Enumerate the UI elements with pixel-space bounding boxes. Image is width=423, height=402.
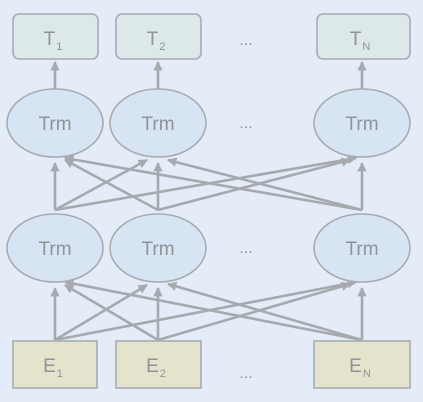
trm-node-layer2-2: Trm [109, 88, 207, 158]
svg-text:Trm: Trm [345, 114, 378, 135]
svg-text:E2: E2 [146, 356, 166, 380]
trm-node-layer2-1: Trm [6, 88, 104, 158]
input-to-layer1-connections [50, 278, 367, 342]
input-embedding-2: E2 [115, 340, 202, 389]
svg-text:TN: TN [350, 29, 371, 53]
svg-text:Trm: Trm [345, 239, 378, 260]
layer1-to-layer2-connections [50, 154, 367, 212]
trm-node-layer1-1: Trm [6, 213, 104, 283]
svg-text:T2: T2 [147, 29, 166, 53]
output-token-1: T1 [12, 13, 99, 60]
layer1-ellipsis: ... [239, 240, 252, 257]
trm-node-layer1-2: Trm [109, 213, 207, 283]
layer2-ellipsis: ... [239, 115, 252, 132]
trm-node-layer2-n: Trm [313, 88, 411, 158]
svg-text:EN: EN [349, 356, 371, 380]
svg-text:Trm: Trm [38, 114, 71, 135]
svg-text:T1: T1 [44, 29, 63, 53]
output-token-n: TN [316, 13, 411, 60]
svg-text:Trm: Trm [141, 114, 174, 135]
output-token-2: T2 [115, 13, 202, 60]
output-ellipsis: ... [239, 32, 252, 49]
svg-text:Trm: Trm [141, 239, 174, 260]
trm-node-layer1-n: Trm [313, 213, 411, 283]
svg-text:Trm: Trm [38, 239, 71, 260]
svg-text:E1: E1 [43, 356, 63, 380]
layer2-to-output-connections [50, 61, 367, 97]
input-ellipsis: ... [239, 365, 252, 382]
input-embedding-n: EN [313, 340, 411, 389]
input-embedding-1: E1 [12, 340, 98, 389]
